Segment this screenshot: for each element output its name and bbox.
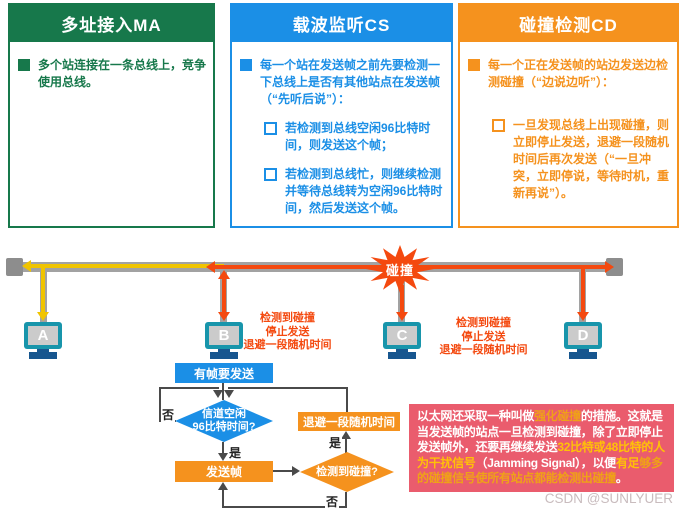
note-line: 退避一段随机时间 [439, 344, 528, 356]
label-no: 否 [325, 493, 340, 510]
arrowhead-up-icon [218, 270, 230, 279]
yellow-signal-line [30, 264, 224, 268]
collision-burst: 碰撞 [366, 245, 434, 293]
connector [159, 387, 219, 389]
arrowhead-left-icon [206, 261, 215, 273]
collision-label: 碰撞 [385, 262, 414, 278]
red-signal-drop-c [400, 285, 404, 313]
arrowhead-down-icon [218, 453, 228, 461]
bullet-row: 多个站连接在一条总线上，竞争使用总线。 [18, 57, 206, 91]
bullet-square-icon [240, 59, 252, 71]
connector [222, 382, 224, 400]
arrowhead-up-icon [218, 482, 228, 490]
connector [222, 442, 224, 455]
station-a: A [24, 322, 62, 349]
bullet-square-icon [468, 59, 480, 71]
monitor-stand [388, 352, 416, 359]
connector [345, 492, 347, 508]
red-signal-drop-b [222, 278, 226, 314]
connector [345, 438, 347, 454]
connector [346, 387, 348, 413]
idle-decision-line2: 96比特时间? [192, 421, 256, 433]
watermark: CSDN @SUNLYUER [544, 491, 673, 506]
note-line: 停止发送 [461, 330, 506, 343]
arrowhead-left-icon [22, 260, 31, 272]
label-yes: 是 [228, 444, 243, 461]
note-line: 退避一段随机时间 [243, 339, 332, 351]
checkbox-icon [264, 168, 277, 181]
starburst-icon [366, 245, 434, 293]
flowchart-idle-decision: 信道空闲 96比特时间? [175, 400, 273, 442]
flowchart-backoff-box: 退避一段随机时间 [298, 412, 400, 431]
sub-bullet-row: 一旦发现总线上出现碰撞，则立即停止发送，退避一段随机时间后再次发送（“一旦冲突，… [492, 117, 670, 202]
panel-multiple-access: 多址接入MA 多个站连接在一条总线上，竞争使用总线。 [8, 3, 215, 228]
cd-sub1-text: 一旦发现总线上出现碰撞，则立即停止发送，退避一段随机时间后再次发送（“一旦冲突，… [513, 118, 670, 200]
station-c: C [383, 322, 421, 349]
red-signal-drop-d [581, 268, 585, 313]
connector [222, 489, 224, 508]
panel-carrier-sense: 载波监听CS 每一个站在发送帧之前先要检测一下总线上是否有其他站点在发送帧（“先… [230, 3, 453, 228]
connector [273, 470, 294, 472]
panel-cs-body: 每一个站在发送帧之前先要检测一下总线上是否有其他站点在发送帧（“先听后说”）： … [232, 42, 451, 217]
station-c-letter: C [387, 326, 417, 345]
arrowhead-down-icon [213, 390, 223, 398]
cd-intro-text: 每一个正在发送帧的站边发送边检测碰撞（“边说边听”）： [488, 58, 669, 89]
panel-cs-title: 载波监听CS [232, 5, 451, 42]
monitor-stand [569, 352, 597, 359]
monitor-stand [37, 347, 49, 353]
arrowhead-down-icon [218, 312, 230, 321]
yellow-signal-drop-a [41, 264, 45, 313]
bullet-square-icon [18, 59, 30, 71]
bullet-row: 每一个正在发送帧的站边发送边检测碰撞（“边说边听”）： [468, 57, 670, 91]
collision-decision-text: 检测到碰撞? [316, 465, 378, 478]
flowchart-send-box: 发送帧 [175, 461, 273, 482]
connector [159, 387, 161, 421]
idle-decision-line1: 信道空闲 [202, 408, 246, 420]
ma-bullet-text: 多个站连接在一条总线上，竞争使用总线。 [38, 58, 207, 89]
checkbox-icon [264, 122, 277, 135]
label-no: 否 [161, 406, 176, 423]
note-line: 停止发送 [265, 325, 310, 338]
station-d: D [564, 322, 602, 349]
arrowhead-down-icon [224, 390, 234, 398]
station-d-letter: D [568, 326, 598, 345]
station-b-letter: B [209, 326, 239, 345]
label-yes: 是 [328, 434, 343, 451]
cs-sub2-text: 若检测到总线忙，则继续检测并等待总线转为空闲96比特时间，然后发送这个帧。 [285, 167, 443, 215]
arrowhead-down-icon [396, 312, 408, 321]
flowchart-collision-decision: 检测到碰撞? [300, 452, 394, 492]
panel-collision-detect: 碰撞检测CD 每一个正在发送帧的站边发送边检测碰撞（“边说边听”）： 一旦发现总… [458, 3, 679, 228]
jamming-signal-note: 以太网还采取一种叫做强化碰撞的措施。这就是当发送帧的站点一旦检测到碰撞，除了立即… [409, 404, 674, 492]
collision-note-cd: 检测到碰撞 停止发送 退避一段随机时间 [436, 317, 531, 358]
station-b: B [205, 322, 243, 349]
checkbox-icon [492, 119, 505, 132]
connector [228, 387, 348, 389]
flowchart-start-box: 有帧要发送 [175, 363, 273, 383]
cs-intro-text: 每一个站在发送帧之前先要检测一下总线上是否有其他站点在发送帧（“先听后说”）： [260, 58, 441, 106]
arrowhead-right-icon [292, 466, 300, 476]
monitor-stand [210, 352, 238, 359]
sub-bullet-row: 若检测到总线忙，则继续检测并等待总线转为空闲96比特时间，然后发送这个帧。 [264, 166, 444, 217]
monitor-stand [29, 352, 57, 359]
sub-bullet-row: 若检测到总线空闲96比特时间，则发送这个帧； [264, 120, 444, 154]
bullet-row: 每一个站在发送帧之前先要检测一下总线上是否有其他站点在发送帧（“先听后说”）： [240, 57, 444, 108]
monitor-stand [396, 347, 408, 353]
monitor-stand [218, 347, 230, 353]
arrowhead-right-icon [605, 261, 614, 273]
panel-ma-body: 多个站连接在一条总线上，竞争使用总线。 [10, 42, 213, 91]
cs-sub1-text: 若检测到总线空闲96比特时间，则发送这个帧； [285, 121, 431, 152]
panel-ma-title: 多址接入MA [10, 5, 213, 42]
note-line: 检测到碰撞 [260, 312, 315, 324]
monitor-stand [577, 347, 589, 353]
arrowhead-down-icon [577, 312, 589, 321]
arrowhead-up-icon [341, 431, 351, 439]
note-line: 检测到碰撞 [456, 317, 511, 329]
arrowhead-down-icon [37, 312, 49, 321]
panel-cd-title: 碰撞检测CD [460, 5, 677, 42]
collision-note-b: 检测到碰撞 停止发送 退避一段随机时间 [240, 312, 335, 353]
station-a-letter: A [28, 326, 58, 345]
panel-cd-body: 每一个正在发送帧的站边发送边检测碰撞（“边说边听”）： 一旦发现总线上出现碰撞，… [460, 42, 677, 202]
connector [222, 506, 347, 508]
bus-terminator-left [6, 258, 23, 276]
